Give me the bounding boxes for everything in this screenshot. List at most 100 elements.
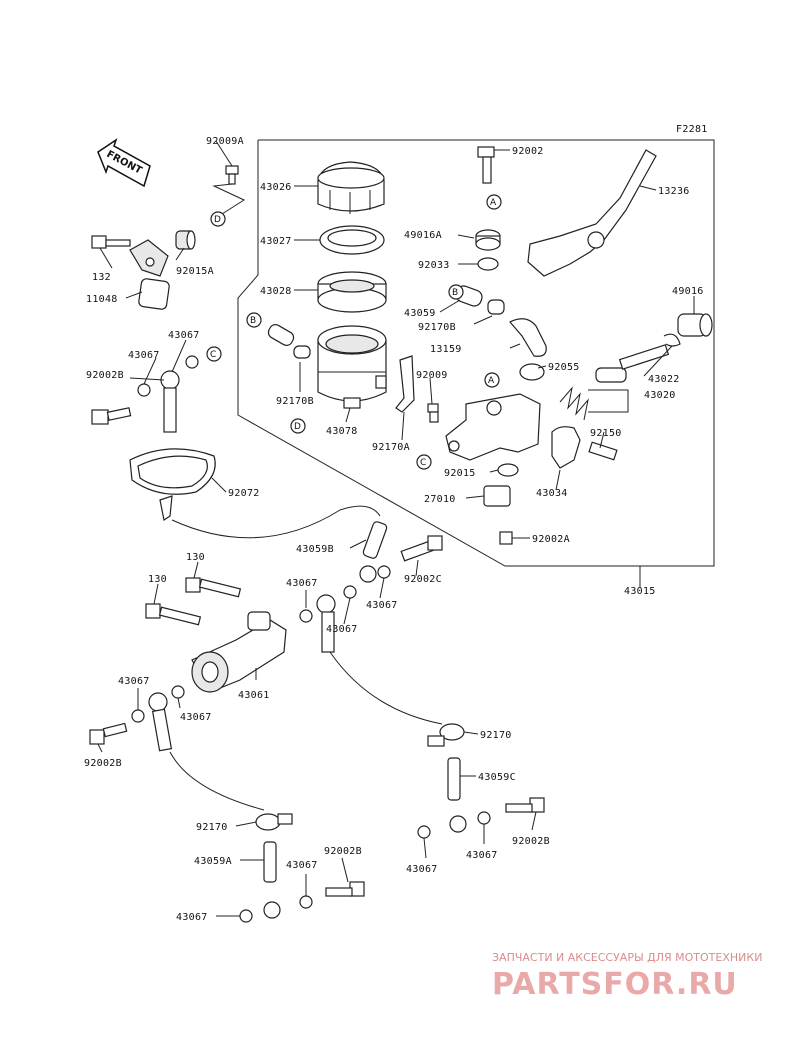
part-holder-43034	[551, 426, 581, 469]
part-oring-92055	[519, 363, 545, 381]
part-washer	[185, 355, 199, 369]
ref-b-2: B	[452, 288, 458, 298]
part-nut-92015	[497, 463, 519, 477]
label-92170b-b: 92170B	[418, 322, 456, 333]
part-bolt-92002c	[400, 535, 443, 562]
label-43067-d: 43067	[366, 600, 398, 611]
label-92170b-a: 92170B	[276, 396, 314, 407]
label-92002a: 92002A	[532, 534, 570, 545]
label-92055: 92055	[548, 362, 580, 373]
label-92170-a: 92170	[480, 730, 512, 741]
label-92009: 92009	[416, 370, 448, 381]
ref-b-1: B	[250, 316, 256, 326]
label-13159: 13159	[430, 344, 462, 355]
label-43026: 43026	[260, 182, 292, 193]
label-92072: 92072	[228, 488, 260, 499]
label-92002b-c: 92002B	[512, 836, 550, 847]
label-43059: 43059	[404, 308, 436, 319]
label-43059b: 43059B	[296, 544, 334, 555]
part-piston	[595, 344, 670, 383]
part-reservoir-cap	[317, 161, 385, 214]
part-bolt-130	[145, 603, 202, 626]
part-switch-27010	[483, 485, 511, 507]
label-130-b: 130	[148, 574, 167, 585]
label-92033: 92033	[418, 260, 450, 271]
label-92150: 92150	[590, 428, 622, 439]
label-43067-j: 43067	[286, 860, 318, 871]
part-bolt-92009a	[225, 165, 239, 185]
part-banjo-fitting-lower-left	[148, 692, 173, 752]
part-screw-92009	[427, 403, 439, 423]
label-92015: 92015	[444, 468, 476, 479]
label-43022: 43022	[648, 374, 680, 385]
label-92170a: 92170A	[372, 442, 410, 453]
label-43028: 43028	[260, 286, 292, 297]
label-43067-a: 43067	[168, 330, 200, 341]
part-boot-49016	[677, 313, 713, 337]
label-130-a: 130	[186, 552, 205, 563]
label-92002b-b: 92002B	[84, 758, 122, 769]
brake-line-left	[169, 751, 265, 811]
leader-lines	[97, 140, 695, 917]
label-92009a: 92009A	[206, 136, 244, 147]
assembly-outline	[237, 139, 715, 567]
part-labels: 92009A 43026 43027 43028 92015A 132 1104…	[84, 136, 703, 923]
part-hose-43059c	[447, 757, 467, 833]
label-43067-g: 43067	[180, 712, 212, 723]
label-43059c: 43059C	[478, 772, 516, 783]
label-92002b-d: 92002B	[324, 846, 362, 857]
part-joint-43061	[191, 611, 287, 693]
part-hose-43059a	[263, 841, 281, 919]
part-diaphragm	[319, 225, 385, 255]
part-bolt-92002b	[89, 722, 128, 745]
label-13236: 13236	[658, 186, 690, 197]
label-92002c: 92002C	[404, 574, 442, 585]
ref-a-2: A	[488, 376, 495, 386]
label-43067-c: 43067	[286, 578, 318, 589]
label-43067-b: 43067	[128, 350, 160, 361]
ref-a-1: A	[490, 198, 497, 208]
part-band-92072	[129, 448, 216, 521]
label-43078: 43078	[326, 426, 358, 437]
part-reservoir-body	[317, 325, 387, 409]
part-hose-43059b	[359, 521, 388, 583]
label-92170-b: 92170	[196, 822, 228, 833]
part-spring	[559, 386, 589, 421]
reference-markers: D C B D A B A C	[206, 194, 502, 470]
label-43015: 43015	[624, 586, 656, 597]
label-27010: 27010	[424, 494, 456, 505]
label-49016a: 49016A	[404, 230, 442, 241]
part-pin-92002	[477, 146, 495, 184]
watermark-tagline: ЗАПЧАСТИ И АКСЕССУАРЫ ДЛЯ МОТОТЕХНИКИ	[492, 951, 762, 964]
part-clamp-92170-right	[427, 723, 465, 747]
ref-c-1: C	[210, 350, 216, 360]
label-43067-i: 43067	[406, 864, 438, 875]
brake-line-right	[329, 651, 443, 725]
part-banjo-fitting	[160, 370, 180, 433]
diagram-code: F2281	[676, 124, 708, 135]
part-clamp-92170	[255, 813, 293, 831]
label-43067-h: 43067	[466, 850, 498, 861]
part-bushing-92015a	[175, 230, 196, 250]
part-hose-b	[267, 324, 311, 359]
label-43067-e: 43067	[326, 624, 358, 635]
part-bracket-92170a	[395, 355, 415, 413]
part-ring-92033	[477, 257, 499, 271]
watermark: ЗАПЧАСТИ И АКСЕССУАРЫ ДЛЯ МОТОТЕХНИКИ PA…	[492, 951, 762, 1002]
label-43020: 43020	[644, 390, 676, 401]
part-bolt-92002b-right	[505, 797, 545, 813]
part-elbow-13159	[509, 318, 547, 357]
watermark-brand: PARTSFOR.RU	[492, 967, 738, 1002]
ref-d-1: D	[214, 215, 221, 225]
part-boot-49016a	[475, 229, 501, 251]
part-master-cylinder	[445, 393, 541, 461]
part-bolt-92002b-lower	[325, 881, 365, 897]
brake-line	[171, 505, 381, 539]
label-43034: 43034	[536, 488, 568, 499]
part-clip-11048	[138, 278, 170, 310]
label-11048: 11048	[86, 294, 118, 305]
part-clip-43022	[663, 333, 681, 347]
ref-d-2: D	[294, 422, 301, 432]
label-92002: 92002	[512, 146, 544, 157]
